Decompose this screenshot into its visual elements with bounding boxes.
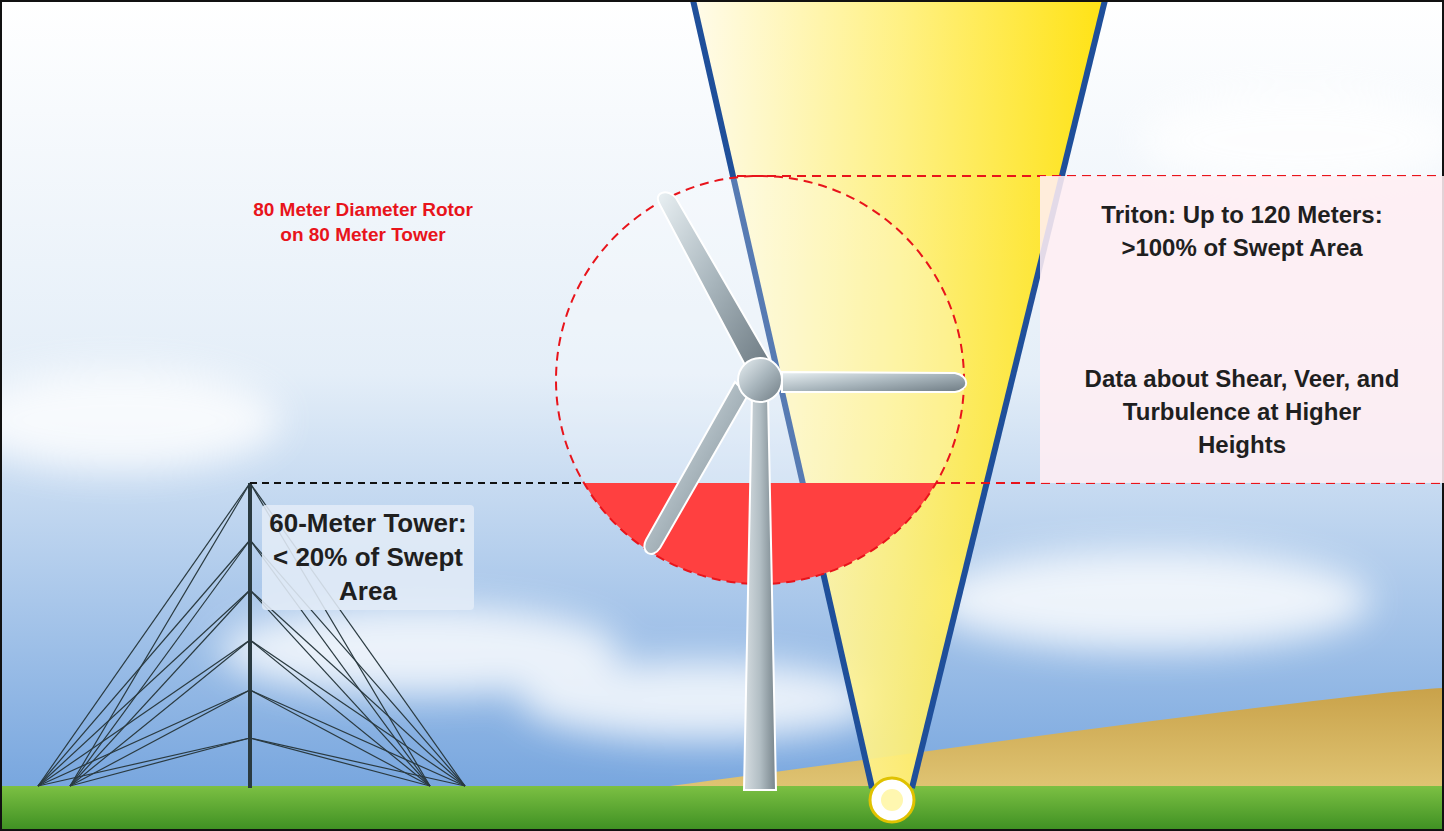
guy-wire xyxy=(70,690,250,786)
guy-wire xyxy=(70,540,250,786)
guy-wire xyxy=(38,590,250,786)
info-panel: Triton: Up to 120 Meters: >100% of Swept… xyxy=(1040,176,1444,483)
panel-note: Data about Shear, Veer, and Turbulence a… xyxy=(1082,362,1402,461)
guy-wire xyxy=(250,640,430,786)
guy-wire xyxy=(70,738,250,786)
guy-wire xyxy=(250,590,465,786)
guy-wire xyxy=(250,738,430,786)
guy-wire xyxy=(70,640,250,786)
turbine-tower xyxy=(744,395,776,790)
guy-wire xyxy=(250,738,465,786)
guy-wire xyxy=(250,590,430,786)
clouds xyxy=(0,90,1444,740)
rotor-hub xyxy=(738,358,782,402)
triton-lens xyxy=(881,789,903,811)
rotor-label: 80 Meter Diameter Rotor on 80 Meter Towe… xyxy=(238,196,488,249)
triton-device xyxy=(870,778,914,822)
guy-wire xyxy=(38,690,250,786)
guy-wire xyxy=(38,738,250,786)
turbine-blades xyxy=(644,192,966,554)
guy-wire xyxy=(38,483,250,786)
guy-wire xyxy=(250,640,465,786)
height-line-60m xyxy=(250,482,586,484)
grass xyxy=(0,786,1444,831)
guy-wire xyxy=(70,590,250,786)
tower-label: 60-Meter Tower: < 20% of Swept Area xyxy=(262,505,474,610)
panel-heading: Triton: Up to 120 Meters: >100% of Swept… xyxy=(1092,198,1392,264)
guy-wire xyxy=(250,690,465,786)
guy-wire xyxy=(70,483,250,786)
guy-wire xyxy=(38,540,250,786)
guy-wire xyxy=(38,640,250,786)
hill xyxy=(560,688,1444,800)
